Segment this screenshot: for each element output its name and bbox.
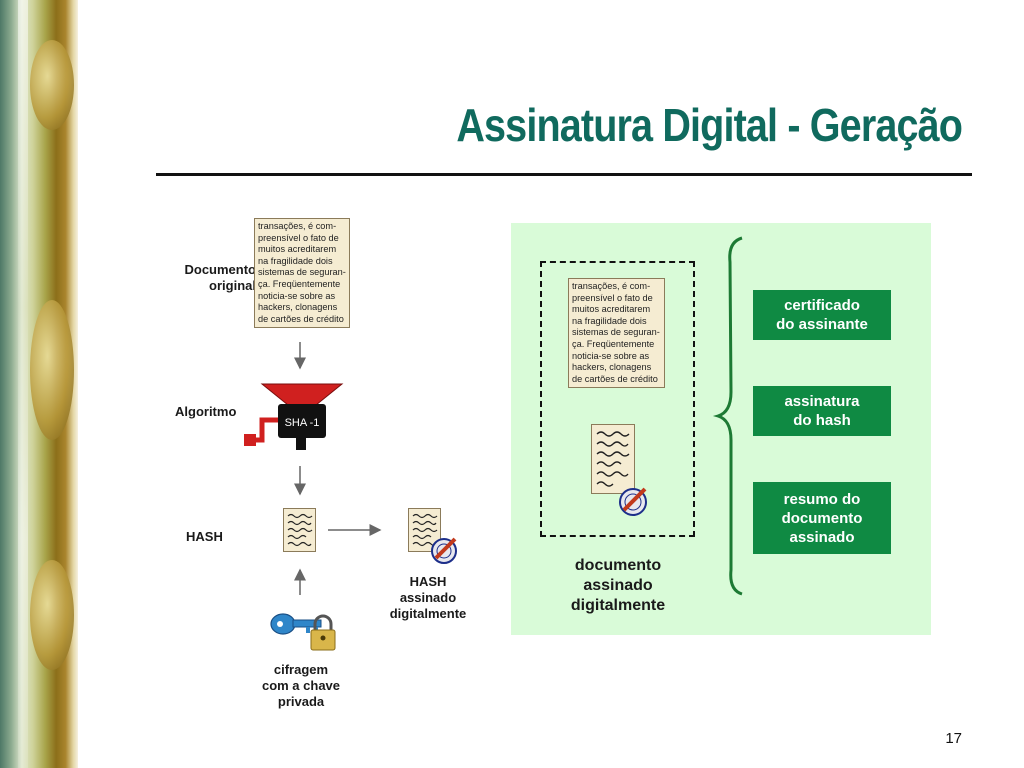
grouping-brace <box>712 236 743 596</box>
certificado-box: certificado do assinante <box>753 290 891 340</box>
panel-hash-document <box>591 424 635 494</box>
panel-hash-scribble <box>596 431 630 487</box>
hash-machine-icon <box>244 383 344 450</box>
side-decoration <box>0 0 78 768</box>
signed-document-frame <box>540 261 695 537</box>
original-document: transações, é com- preensível o fato de … <box>254 218 350 328</box>
side-leaf <box>30 560 74 670</box>
page-number: 17 <box>945 730 962 747</box>
cifragem-label: cifragem com a chave privada <box>261 662 341 709</box>
side-leaf <box>30 40 74 130</box>
assinatura-hash-box: assinatura do hash <box>753 386 891 436</box>
side-streak <box>18 0 28 768</box>
side-leaf <box>30 300 74 440</box>
signed-hash-document <box>408 508 441 552</box>
key-icon <box>270 613 322 635</box>
pen-seal-icon <box>619 487 647 516</box>
padlock-icon <box>310 614 336 651</box>
hash-document <box>283 508 316 552</box>
documento-original-label: Documento original <box>184 262 257 293</box>
documento-assinado-label: documento assinado digitalmente <box>570 557 666 614</box>
title-underline <box>156 173 972 176</box>
algoritmo-label: Algoritmo <box>175 404 237 419</box>
slide-title: Assinatura Digital - Geração <box>456 99 963 151</box>
hash-scribble <box>287 513 313 547</box>
signed-hash-scribble <box>412 513 438 547</box>
hash-label: HASH <box>186 529 223 544</box>
sha-label: SHA -1 <box>285 417 320 429</box>
panel-document: transações, é com- preensível o fato de … <box>568 278 665 388</box>
pen-seal-icon <box>431 537 457 564</box>
resumo-documento-box: resumo do documento assinado <box>753 482 891 554</box>
hash-assinado-label: HASH assinado digitalmente <box>389 574 467 621</box>
